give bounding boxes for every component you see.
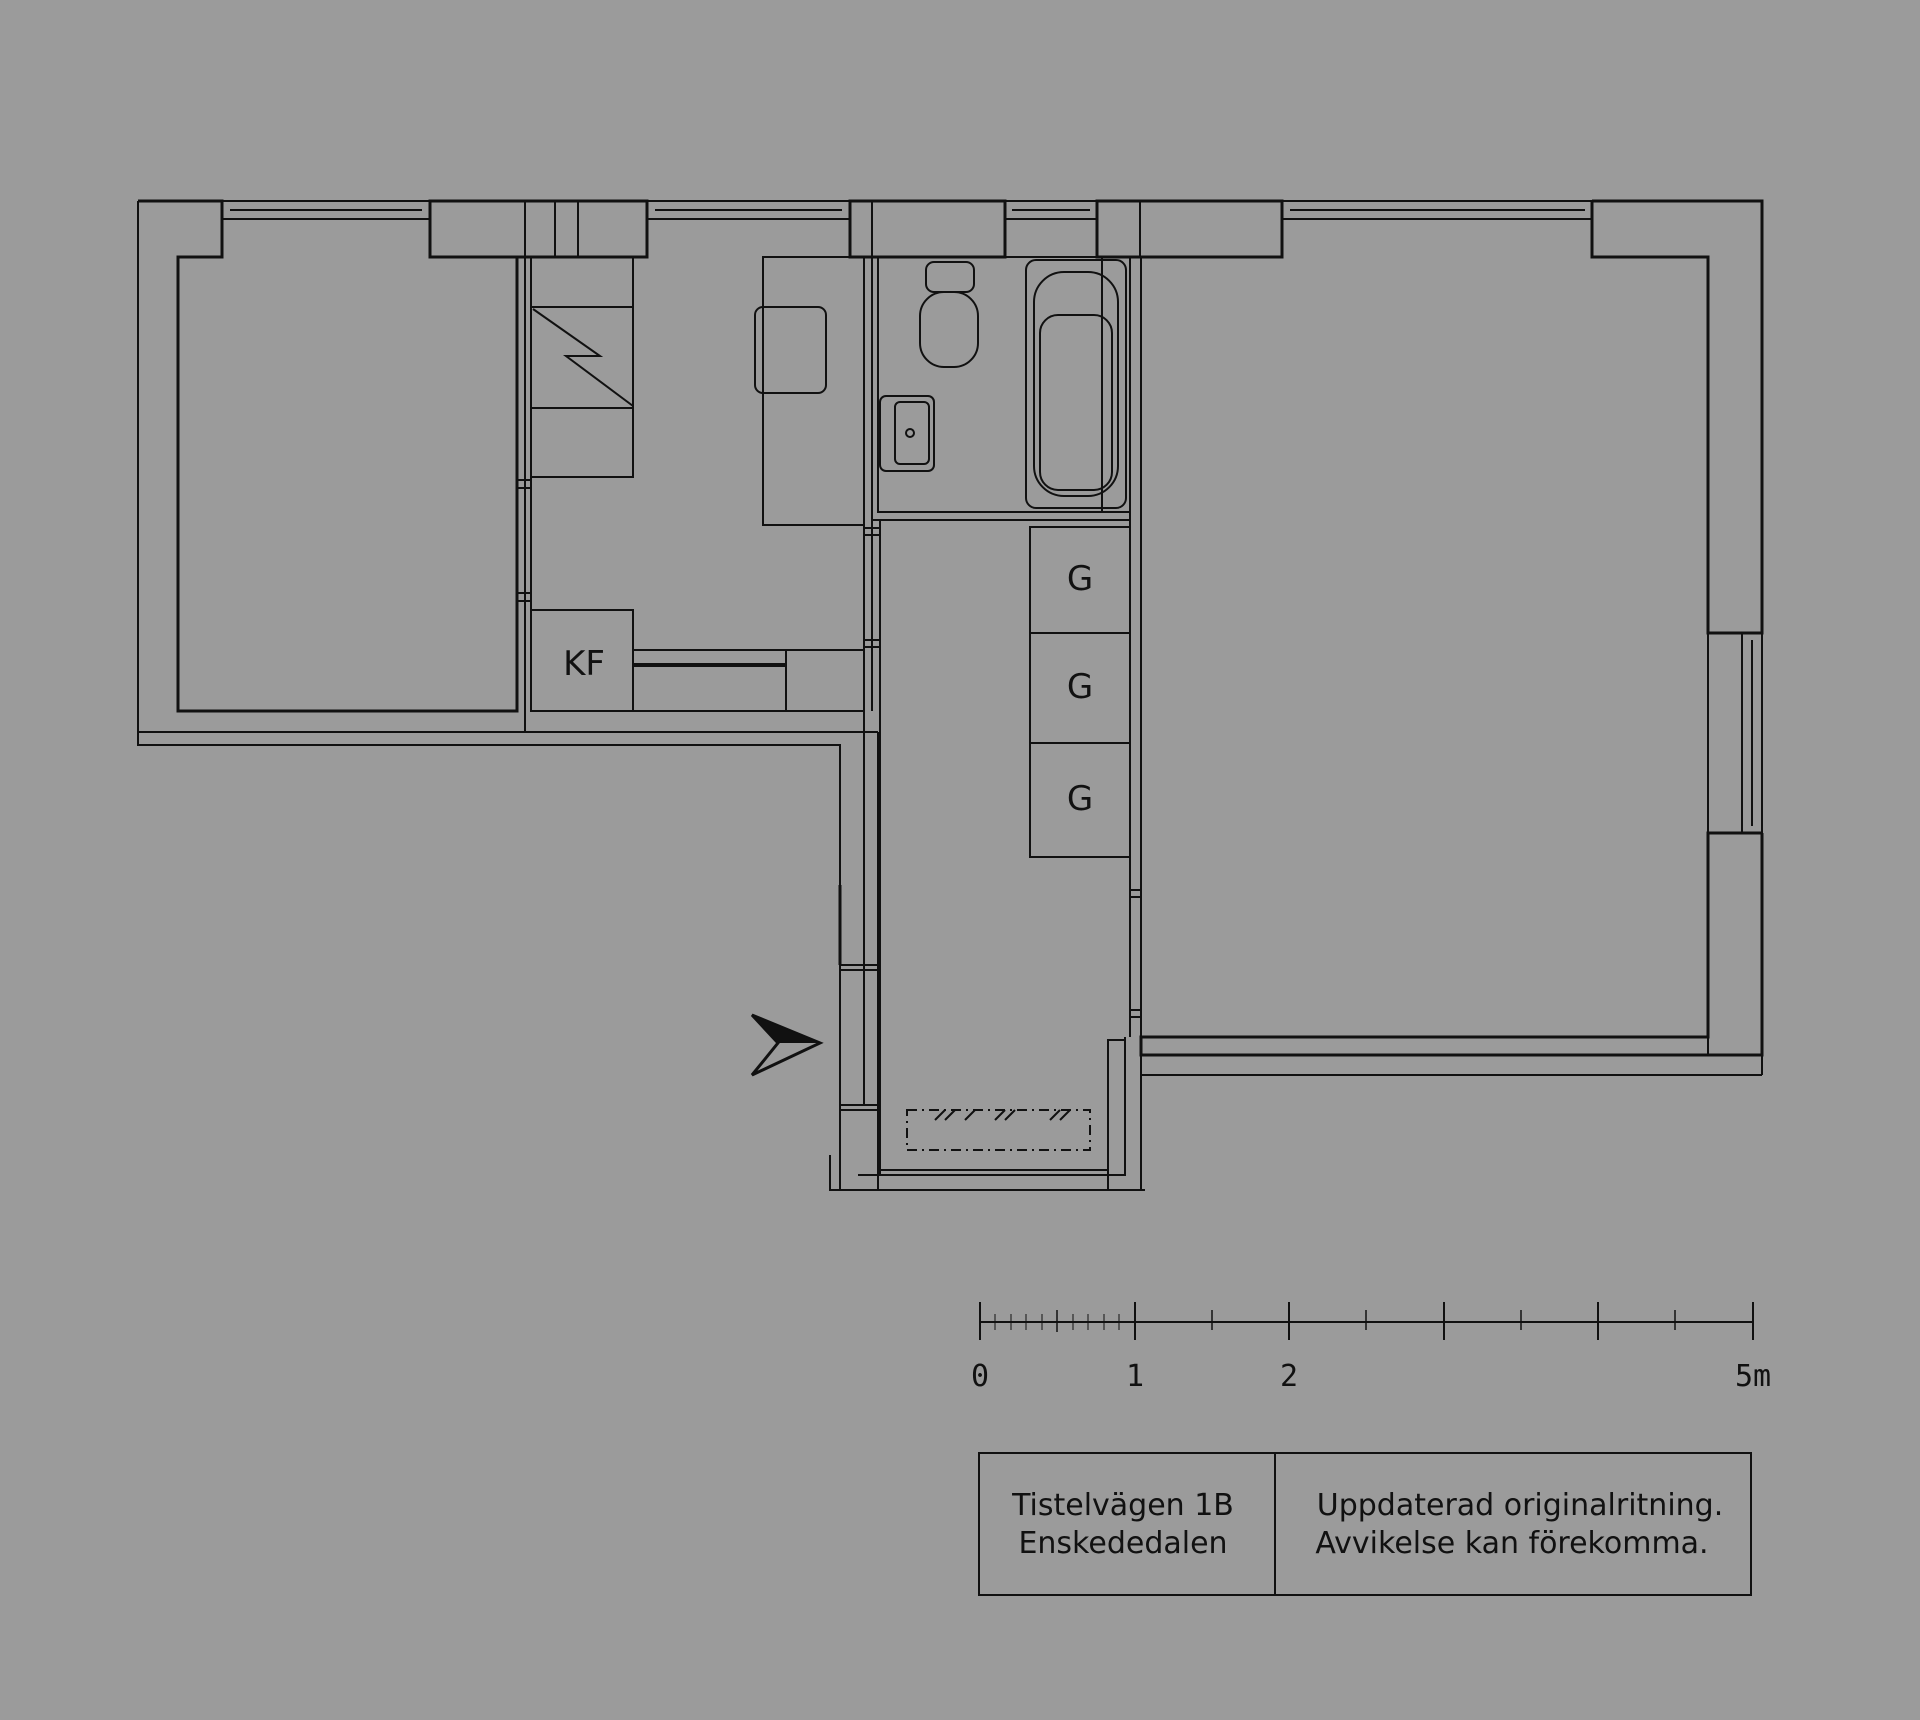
scale-bar xyxy=(979,1302,1754,1340)
toilet-icon xyxy=(919,261,979,368)
bathtub-icon xyxy=(1025,259,1127,509)
address-line-2: Enskededalen xyxy=(1018,1526,1227,1561)
closet-label-2: G xyxy=(1067,667,1093,707)
kitchen-counter-right xyxy=(762,256,865,526)
stove-counter xyxy=(530,256,634,478)
kitchen-counter-end xyxy=(785,649,865,712)
cooktop-icon xyxy=(754,306,827,394)
info-box-frame xyxy=(978,1452,1752,1596)
closet-label-1: G xyxy=(1067,559,1093,599)
closet-block xyxy=(1029,526,1131,858)
scale-label-1: 1 xyxy=(1126,1359,1144,1394)
scale-label-2: 2 xyxy=(1280,1359,1298,1394)
hall-bottom-outer xyxy=(858,1055,1126,1176)
scale-label-5m: 5m xyxy=(1735,1359,1771,1394)
sink-icon xyxy=(879,395,935,472)
closet-label-3: G xyxy=(1067,779,1093,819)
threshold xyxy=(829,1155,1145,1191)
walls xyxy=(137,199,1764,1191)
fridge-freezer-label: KF xyxy=(563,644,605,684)
note-line-2: Avvikelse kan förekomma. xyxy=(1315,1526,1708,1561)
info-box: Tistelvägen 1B Enskededalen Uppdaterad o… xyxy=(978,1452,1752,1596)
wall-pier-3 xyxy=(1095,199,1284,259)
radiator-icon xyxy=(906,1109,1091,1151)
address-line-1: Tistelvägen 1B xyxy=(1011,1488,1234,1523)
entrance-arrow-icon xyxy=(750,1013,824,1077)
stove-icon xyxy=(532,308,634,407)
note-line-1: Uppdaterad originalritning. xyxy=(1317,1488,1724,1523)
scale-label-0: 0 xyxy=(971,1359,989,1394)
